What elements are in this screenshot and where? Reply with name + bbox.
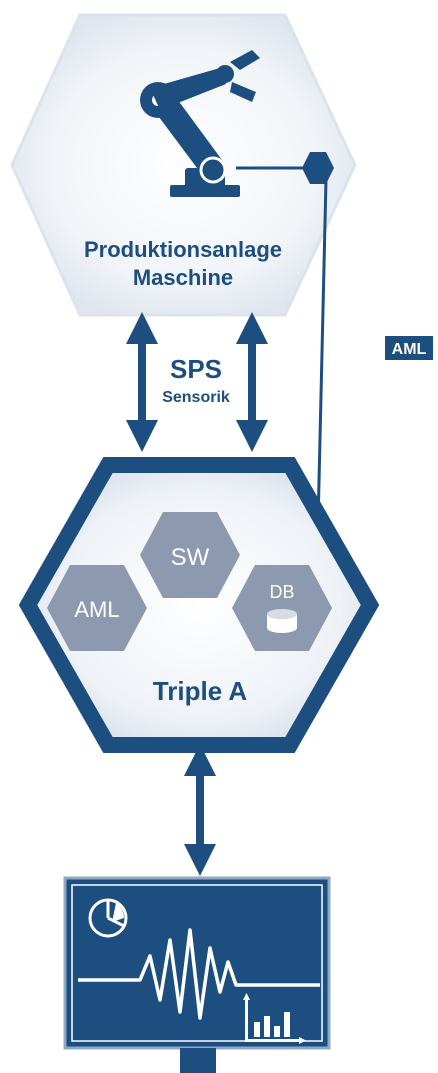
machine-title-line1: Produktionsanlage xyxy=(84,237,282,262)
sps-label: SPS xyxy=(170,354,222,384)
monitor-icon xyxy=(63,876,331,1073)
sps-connection: SPS Sensorik xyxy=(126,312,268,452)
module-db: DB xyxy=(232,565,332,651)
waveform-line xyxy=(78,928,320,1020)
machine-hexagon xyxy=(10,13,357,317)
pie-chart-icon xyxy=(88,898,128,938)
robot-arm-icon xyxy=(140,50,260,197)
module-sw: SW xyxy=(140,512,240,598)
monitor-screen-inner xyxy=(71,884,323,1042)
triple-a-hexagon xyxy=(18,457,380,753)
machine-title-line2: Maschine xyxy=(133,265,233,290)
machine-node: Produktionsanlage Maschine xyxy=(10,13,357,317)
database-icon xyxy=(267,609,297,633)
aml-tag xyxy=(385,336,433,360)
triple-a-title: Triple A xyxy=(153,676,248,706)
bar-chart-icon xyxy=(243,993,306,1044)
module-aml-label: AML xyxy=(74,597,119,622)
triple-a-node: SW AML DB Triple A xyxy=(18,457,380,753)
aml-tag-label: AML xyxy=(392,341,427,358)
monitor-stand xyxy=(180,1048,216,1073)
aml-diagonal-line xyxy=(316,179,328,526)
sensorik-label: Sensorik xyxy=(162,389,230,406)
module-db-label: DB xyxy=(269,582,294,602)
aml-link: AML xyxy=(236,152,433,526)
sensor-node-hexagon xyxy=(302,152,334,184)
module-aml: AML xyxy=(47,565,147,651)
module-sw-label: SW xyxy=(171,544,210,571)
